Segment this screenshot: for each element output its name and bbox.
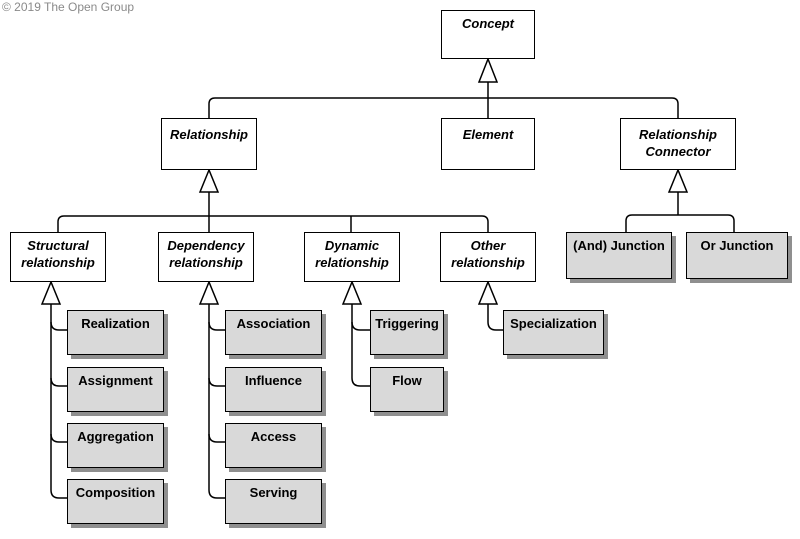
dynamic-relationship-box: Dynamic relationship xyxy=(304,232,400,282)
other-relationship-box: Other relationship xyxy=(440,232,536,282)
or-junction-label: Or Junction xyxy=(700,238,774,253)
structural-tree xyxy=(50,304,67,499)
specialization-label: Specialization xyxy=(510,316,597,331)
generalization-arrowhead xyxy=(198,280,220,305)
or-junction-box: Or Junction xyxy=(686,232,788,279)
other-tree xyxy=(487,304,503,331)
relationship-branch xyxy=(57,215,489,232)
triggering-box: Triggering xyxy=(370,310,444,355)
and-junction-box: (And) Junction xyxy=(566,232,672,279)
association-label: Association xyxy=(236,316,311,331)
concept-box: Concept xyxy=(441,10,535,59)
triggering-label: Triggering xyxy=(375,316,439,331)
copyright-notice: © 2019 The Open Group xyxy=(2,0,135,14)
dependency-relationship-label: Dependency relationship xyxy=(167,238,245,270)
influence-label: Influence xyxy=(244,373,303,388)
aggregation-box: Aggregation xyxy=(67,423,164,468)
composition-label: Composition xyxy=(75,485,156,500)
relationship-label: Relationship xyxy=(169,127,248,142)
composition-box: Composition xyxy=(67,479,164,524)
aggregation-label: Aggregation xyxy=(77,429,154,444)
concept-label: Concept xyxy=(462,16,514,31)
relationship-connector-box: Relationship Connector xyxy=(620,118,736,170)
specialization-box: Specialization xyxy=(503,310,604,355)
generalization-arrowhead xyxy=(667,168,689,193)
relationship-connector-label: Relationship Connector xyxy=(638,127,717,159)
connector-branch xyxy=(625,214,735,232)
element-box: Element xyxy=(441,118,535,170)
dynamic-relationship-label: Dynamic relationship xyxy=(315,238,389,270)
association-box: Association xyxy=(225,310,322,355)
generalization-arrowhead xyxy=(341,280,363,305)
serving-label: Serving xyxy=(249,485,298,500)
flow-box: Flow xyxy=(370,367,444,412)
dynamic-tree xyxy=(351,304,370,387)
structural-relationship-label: Structural relationship xyxy=(21,238,95,270)
structural-relationship-box: Structural relationship xyxy=(10,232,106,282)
element-label: Element xyxy=(462,127,514,142)
generalization-arrowhead xyxy=(477,56,499,83)
influence-box: Influence xyxy=(225,367,322,412)
and-junction-label: (And) Junction xyxy=(573,238,665,253)
realization-box: Realization xyxy=(67,310,164,355)
concept-branch xyxy=(208,97,679,118)
assignment-label: Assignment xyxy=(78,373,153,388)
relationship-box: Relationship xyxy=(161,118,257,170)
dependency-relationship-box: Dependency relationship xyxy=(158,232,254,282)
generalization-arrowhead xyxy=(198,168,220,193)
generalization-arrowhead xyxy=(40,280,62,305)
dependency-tree xyxy=(208,304,225,499)
access-box: Access xyxy=(225,423,322,468)
other-relationship-label: Other relationship xyxy=(451,238,525,270)
access-label: Access xyxy=(250,429,297,444)
serving-box: Serving xyxy=(225,479,322,524)
realization-label: Realization xyxy=(81,316,150,331)
flow-label: Flow xyxy=(392,373,422,388)
assignment-box: Assignment xyxy=(67,367,164,412)
generalization-arrowhead xyxy=(477,280,499,305)
